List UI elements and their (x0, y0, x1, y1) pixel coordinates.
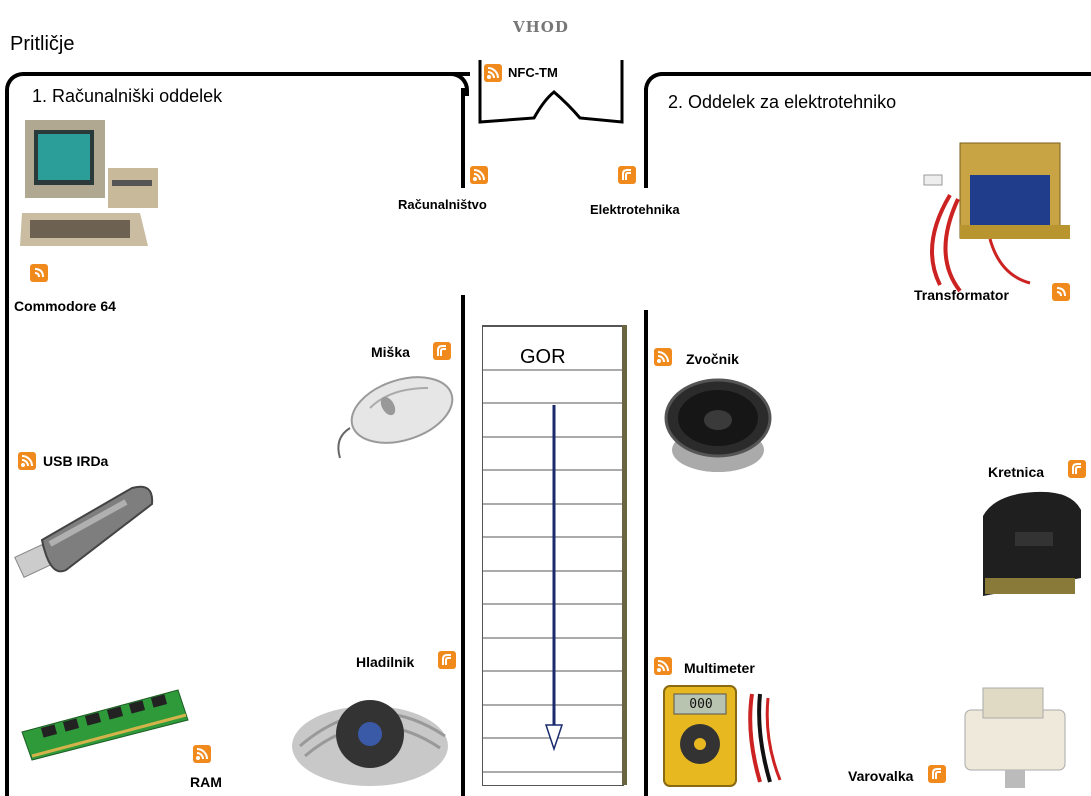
tag-ram[interactable]: RAM (190, 774, 222, 790)
nfc-tag-icon[interactable] (438, 651, 456, 669)
room-1-title: 1. Računalniški oddelek (32, 86, 223, 106)
cooler-image (292, 700, 448, 786)
tag-zvocnik[interactable]: Zvočnik (686, 351, 739, 367)
entrance-door (478, 60, 624, 124)
transformer-image (923, 142, 1070, 293)
rss-feed-icon[interactable] (654, 657, 672, 675)
stair-steps (482, 369, 622, 773)
ram-image (21, 689, 189, 761)
nfc-tag-icon[interactable] (433, 342, 451, 360)
rss-feed-icon[interactable] (193, 745, 211, 763)
nfc-tag-icon[interactable] (1068, 460, 1086, 478)
tag-kretnica[interactable]: Kretnica (988, 464, 1045, 480)
tag-commodore-64[interactable]: Commodore 64 (14, 298, 116, 314)
mobile-tag-icon[interactable] (30, 264, 48, 282)
tag-hladilnik[interactable]: Hladilnik (356, 654, 415, 670)
usb-irda-image (14, 485, 154, 578)
tag-racunalnistvo[interactable]: Računalništvo (398, 197, 487, 212)
stairs-label: GOR (520, 346, 566, 368)
mouse-image (337, 376, 454, 459)
entrance-label: VHOD (513, 18, 569, 36)
rss-feed-icon[interactable] (484, 64, 502, 82)
tag-miska[interactable]: Miška (371, 344, 410, 360)
multimeter-display: 000 (689, 697, 713, 712)
tag-transformator[interactable]: Transformator (914, 287, 1009, 303)
rss-feed-icon[interactable] (654, 348, 672, 366)
rss-feed-icon[interactable] (470, 166, 488, 184)
nfc-tag-icon[interactable] (928, 765, 946, 783)
room-2-title: 2. Oddelek za elektrotehniko (668, 92, 897, 112)
fuse-image (964, 687, 1066, 788)
floor-title: Pritličje (10, 33, 75, 55)
crossover-image (983, 491, 1081, 596)
commodore-64-image (20, 120, 158, 246)
multimeter-image (663, 685, 782, 787)
nfc-tag-icon[interactable] (618, 166, 636, 184)
tag-multimeter[interactable]: Multimeter (684, 660, 755, 676)
mobile-tag-icon[interactable] (1052, 283, 1070, 301)
rss-feed-icon[interactable] (18, 452, 36, 470)
tag-usb-irda[interactable]: USB IRDa (43, 453, 109, 469)
tag-nfc-tm[interactable]: NFC-TM (508, 65, 558, 80)
tag-varovalka[interactable]: Varovalka (848, 768, 914, 784)
speaker-image (664, 378, 772, 472)
tag-elektrotehnika[interactable]: Elektrotehnika (590, 202, 680, 217)
